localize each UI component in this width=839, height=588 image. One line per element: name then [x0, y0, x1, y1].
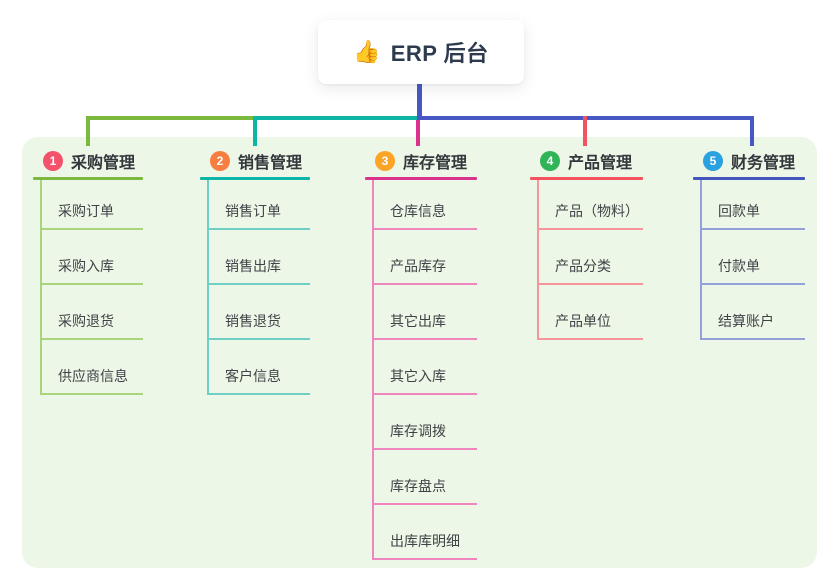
- branch-number-badge: 4: [540, 151, 560, 171]
- connector-segment-sales: [253, 116, 421, 120]
- child-node[interactable]: 结算账户: [700, 312, 805, 340]
- child-node[interactable]: 其它入库: [372, 367, 477, 395]
- branch-number-badge: 5: [703, 151, 723, 171]
- child-label: 采购退货: [58, 313, 114, 329]
- branch-underline: [365, 177, 477, 180]
- child-label: 销售订单: [225, 203, 281, 219]
- child-node[interactable]: 回款单: [700, 202, 805, 230]
- child-node[interactable]: 客户信息: [207, 367, 310, 395]
- branch-number-badge: 2: [210, 151, 230, 171]
- child-label: 其它出库: [390, 313, 446, 329]
- branch-underline: [693, 177, 805, 180]
- child-node[interactable]: 其它出库: [372, 312, 477, 340]
- child-label: 付款单: [718, 258, 760, 274]
- child-node[interactable]: 产品库存: [372, 257, 477, 285]
- root-node-label: ERP 后台: [390, 41, 489, 66]
- child-node[interactable]: 库存盘点: [372, 477, 477, 505]
- branch-finance-header[interactable]: 5 财务管理: [703, 149, 795, 173]
- branches-background-panel: [22, 137, 817, 568]
- drop-line-purchase: [86, 116, 90, 146]
- branch-children-line: [207, 180, 209, 395]
- branch-product-header[interactable]: 4 产品管理: [540, 149, 632, 173]
- child-label: 库存调拨: [390, 423, 446, 439]
- branch-number-badge: 1: [43, 151, 63, 171]
- branch-underline: [200, 177, 310, 180]
- child-node[interactable]: 销售订单: [207, 202, 310, 230]
- child-node[interactable]: 销售出库: [207, 257, 310, 285]
- branch-children-line: [700, 180, 702, 340]
- child-label: 库存盘点: [390, 478, 446, 494]
- child-label: 仓库信息: [390, 203, 446, 219]
- branch-sales-header[interactable]: 2 销售管理: [210, 149, 302, 173]
- branch-purchase-header[interactable]: 1 采购管理: [43, 149, 135, 173]
- child-label: 销售退货: [225, 313, 281, 329]
- child-label: 产品（物料）: [555, 203, 639, 219]
- child-label: 销售出库: [225, 258, 281, 274]
- drop-line-product: [583, 116, 587, 146]
- drop-line-sales: [253, 116, 257, 146]
- child-node[interactable]: 出库库明细: [372, 532, 477, 560]
- child-label: 回款单: [718, 203, 760, 219]
- child-node[interactable]: 采购退货: [40, 312, 143, 340]
- child-label: 产品分类: [555, 258, 611, 274]
- child-node[interactable]: 销售退货: [207, 312, 310, 340]
- branch-inventory-header[interactable]: 3 库存管理: [375, 149, 467, 173]
- child-node[interactable]: 采购订单: [40, 202, 143, 230]
- child-label: 采购订单: [58, 203, 114, 219]
- child-node[interactable]: 产品（物料）: [537, 202, 643, 230]
- branch-label: 库存管理: [403, 155, 468, 172]
- child-node[interactable]: 供应商信息: [40, 367, 143, 395]
- child-label: 结算账户: [718, 313, 774, 329]
- drop-line-inventory: [416, 120, 420, 146]
- branch-label: 产品管理: [568, 155, 633, 172]
- child-node[interactable]: 仓库信息: [372, 202, 477, 230]
- branch-children-line: [372, 180, 374, 560]
- child-label: 客户信息: [225, 368, 281, 384]
- branch-underline: [530, 177, 643, 180]
- child-node[interactable]: 付款单: [700, 257, 805, 285]
- child-label: 产品库存: [390, 258, 446, 274]
- branch-children-line: [537, 180, 539, 340]
- child-label: 供应商信息: [58, 368, 128, 384]
- branch-underline: [33, 177, 143, 180]
- child-label: 出库库明细: [390, 533, 460, 549]
- thumbs-up-icon: 👍: [353, 39, 381, 64]
- branch-number-badge: 3: [375, 151, 395, 171]
- branch-label: 财务管理: [731, 155, 796, 172]
- child-node[interactable]: 库存调拨: [372, 422, 477, 450]
- child-label: 其它入库: [390, 368, 446, 384]
- root-node-erp[interactable]: 👍 ERP 后台: [318, 20, 524, 84]
- branch-label: 采购管理: [71, 155, 136, 172]
- child-label: 产品单位: [555, 313, 611, 329]
- branch-children-line: [40, 180, 42, 395]
- root-connector-line: [417, 84, 422, 117]
- connector-segment-purchase: [86, 116, 255, 120]
- child-node[interactable]: 采购入库: [40, 257, 143, 285]
- branch-label: 销售管理: [238, 155, 303, 172]
- child-label: 采购入库: [58, 258, 114, 274]
- child-node[interactable]: 产品单位: [537, 312, 643, 340]
- child-node[interactable]: 产品分类: [537, 257, 643, 285]
- drop-line-finance: [750, 116, 754, 146]
